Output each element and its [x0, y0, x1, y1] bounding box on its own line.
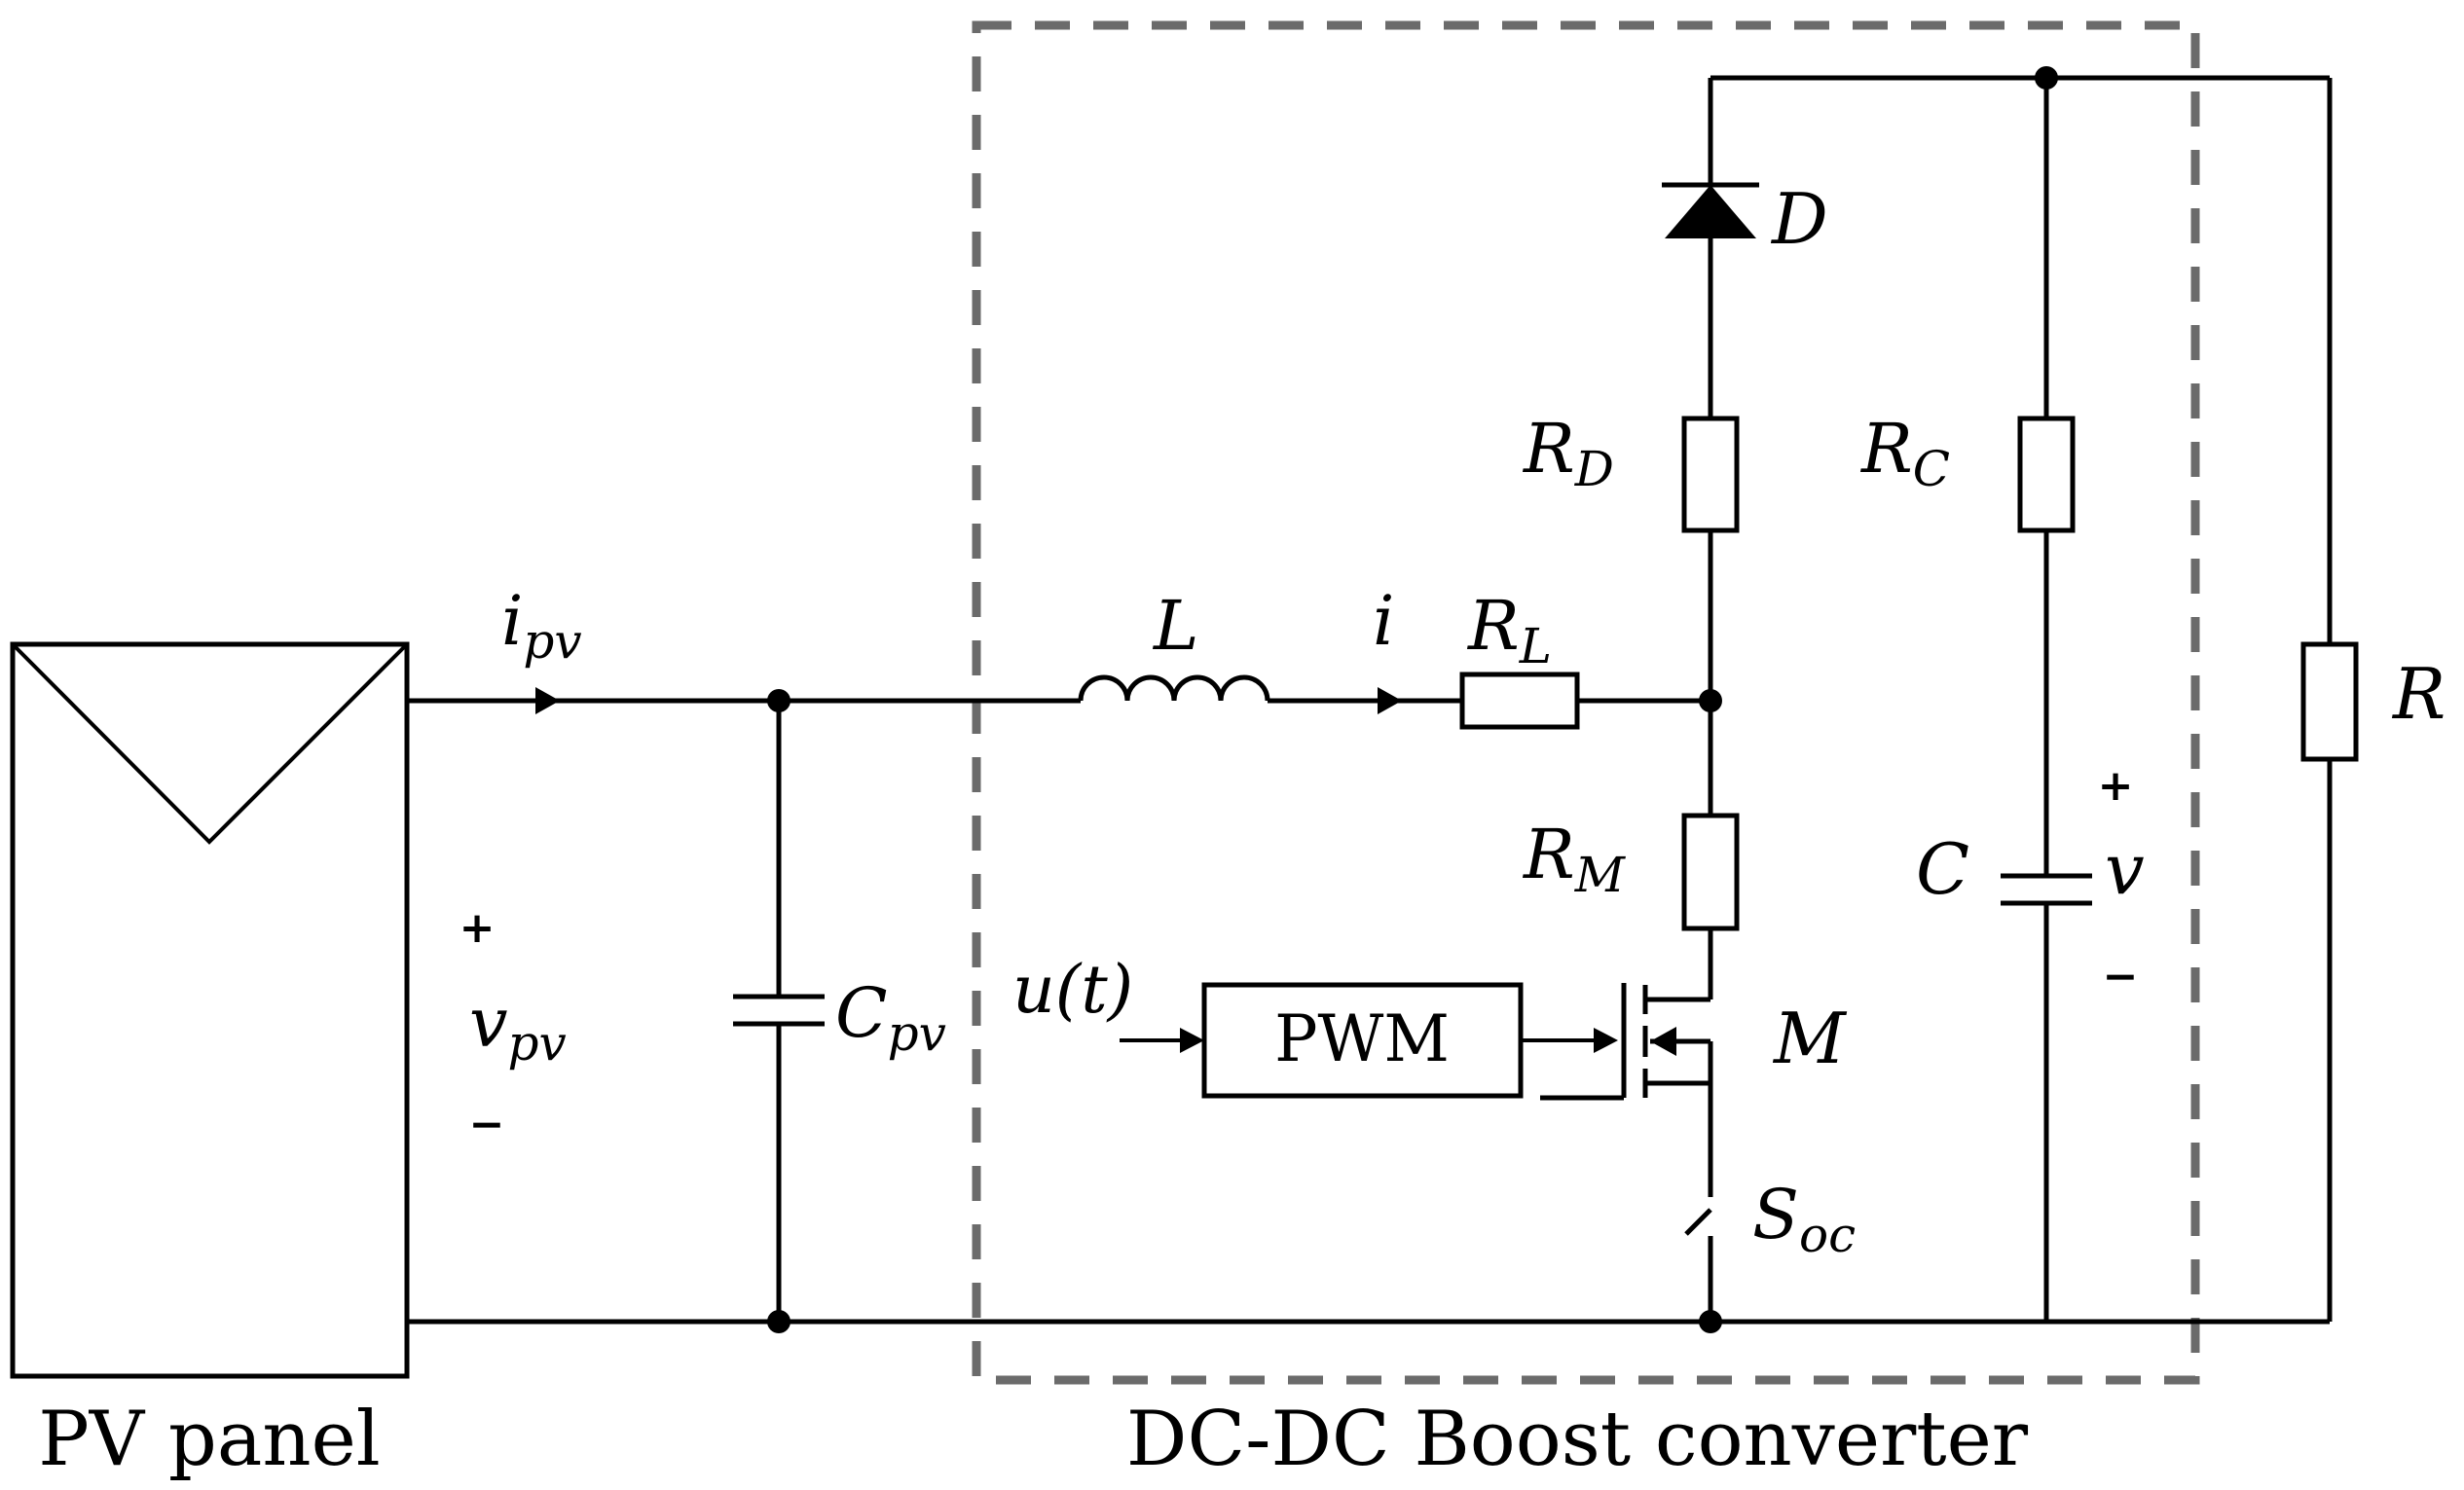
- junction-switch-node: [1699, 689, 1722, 712]
- current-arrow-ipv: [535, 687, 560, 714]
- resistor-rc: [2017, 416, 2076, 533]
- junction-cpv-bottom: [767, 1310, 791, 1333]
- label-v-pv: vpv: [469, 983, 567, 1072]
- label-output-v: v: [2105, 828, 2145, 910]
- label-mosfet-m: M: [1772, 998, 1848, 1079]
- resistor-load-r: [2300, 641, 2359, 762]
- label-current-i: i: [1373, 581, 1394, 661]
- label-r-l: RL: [1466, 586, 1552, 674]
- resistor-rl: [1459, 672, 1580, 730]
- label-v-minus: −: [2103, 952, 2139, 1001]
- label-r-d: RD: [1522, 409, 1614, 497]
- label-inductor-l: L: [1152, 586, 1198, 666]
- label-diode-d: D: [1770, 178, 1828, 260]
- label-v-pv-minus: −: [469, 1100, 505, 1149]
- diode-d: [1662, 182, 1759, 238]
- current-arrow-i: [1378, 687, 1402, 714]
- resistor-rm: [1681, 813, 1740, 931]
- label-v-pv-plus: +: [460, 903, 496, 953]
- label-u-t: u(t): [1012, 952, 1133, 1029]
- pv-panel: [10, 641, 410, 1379]
- label-load-r: R: [2391, 653, 2446, 735]
- pwm-output-arrow: [1521, 1028, 1618, 1053]
- inductor-l: [1078, 674, 1270, 702]
- capacitor-c: [2001, 873, 2092, 906]
- label-pwm: PWM: [1274, 1001, 1450, 1076]
- label-r-m: RM: [1522, 815, 1627, 903]
- converter-caption: DC-DC Boost converter: [1126, 1396, 2029, 1483]
- pwm-input-arrow: [1120, 1028, 1204, 1053]
- label-c-pv: Cpv: [835, 973, 946, 1062]
- resistor-rd: [1681, 416, 1740, 533]
- junction-cpv-top: [767, 689, 791, 712]
- label-r-c: RC: [1859, 409, 1950, 497]
- capacitor-cpv: [733, 994, 825, 1027]
- label-i-pv: ipv: [501, 581, 582, 670]
- mosfet-m: [1540, 983, 1713, 1178]
- pv-panel-caption: PV panel: [38, 1396, 380, 1483]
- label-capacitor-c: C: [1916, 828, 1969, 910]
- label-v-plus: +: [2098, 761, 2134, 811]
- circuit-wires: [407, 75, 2333, 1325]
- label-s-oc: Soc: [1752, 1175, 1856, 1263]
- switch-soc: [1684, 1178, 1713, 1236]
- junction-top-rail: [2035, 66, 2058, 90]
- junction-switch-bottom: [1699, 1310, 1722, 1333]
